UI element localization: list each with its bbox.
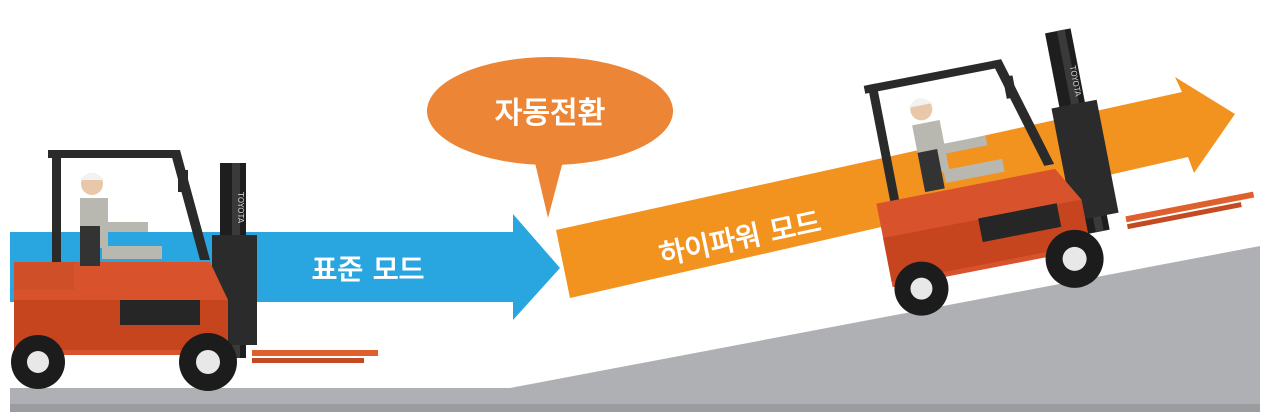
ground-edge [10,404,1260,412]
ground-ramp [10,246,1260,412]
auto-switch-label: 자동전환 [495,96,605,131]
forklift-brand-text: TOYOTA [236,191,245,224]
forklift-standard: TOYOTA [11,150,378,391]
auto-switch-bubble: 자동전환 [427,57,673,218]
forklift-high-power: TOYOTA [863,28,1255,316]
standard-mode-label: 표준 모드 [312,253,425,286]
